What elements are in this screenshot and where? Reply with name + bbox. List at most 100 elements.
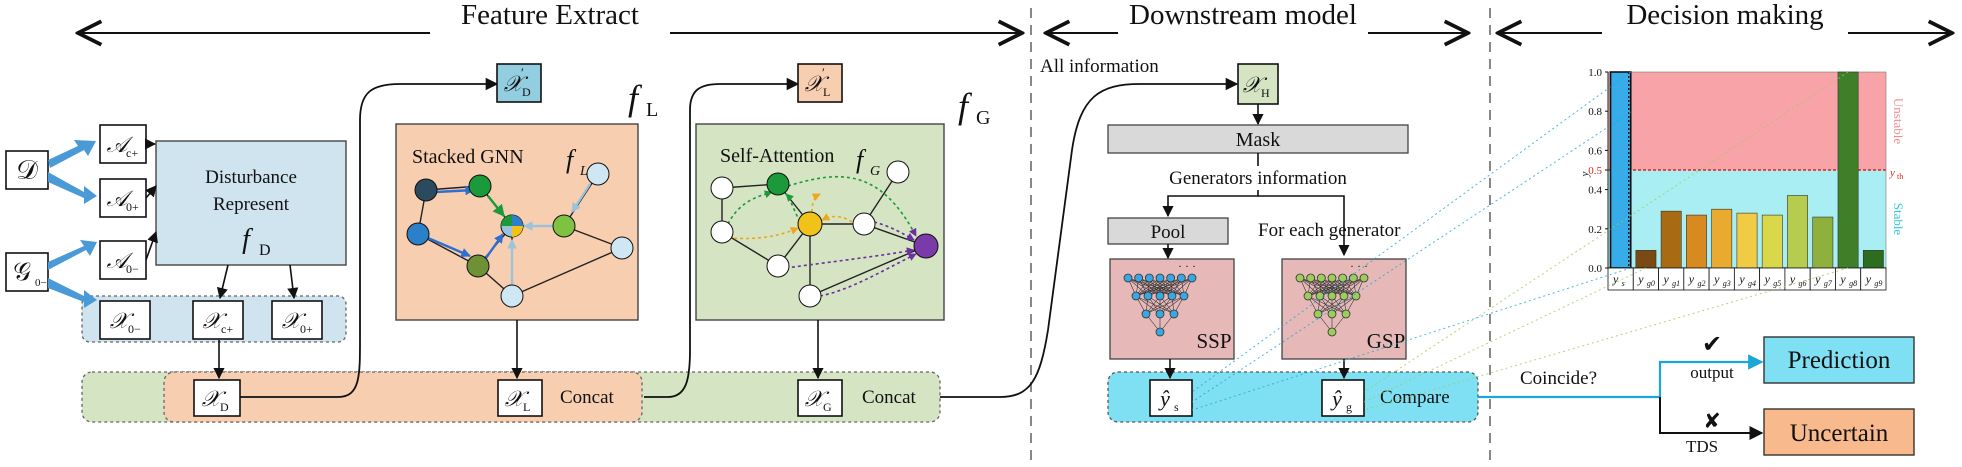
- gnn-box: Stacked GNN f L: [395, 123, 639, 321]
- x-tick-label: y: [1713, 272, 1720, 286]
- x-feature-box-0-sub: 0−: [128, 322, 141, 336]
- gsp-net-neuron: [1341, 309, 1351, 319]
- input-D: 𝒟: [5, 150, 49, 190]
- bar-y_g2: [1686, 214, 1707, 269]
- ssp-net-neuron: [1155, 291, 1165, 301]
- gnn-title: Stacked GNN: [412, 146, 524, 168]
- bar-y_g7: [1812, 216, 1834, 269]
- ssp-box: · · ·SSP: [1109, 258, 1235, 360]
- feature-extract-title: Feature Extract: [461, 0, 639, 31]
- svg-text:f: f: [958, 86, 973, 126]
- y-tick-label: 0.5: [1588, 165, 1602, 177]
- fD-label: f: [242, 224, 253, 255]
- y-tick-label: 1.0: [1588, 67, 1602, 79]
- ssp-net-neuron: [1167, 291, 1177, 301]
- svg-text:· · ·: · · ·: [1178, 259, 1196, 273]
- bar-y_g6: [1787, 195, 1808, 269]
- xH-sub: H: [1261, 86, 1270, 100]
- gsp-net-neuron: [1303, 291, 1313, 301]
- input-D-label: 𝒟: [16, 155, 38, 185]
- svg-text:L: L: [646, 99, 658, 121]
- xLp-sub: L: [823, 85, 830, 99]
- input-G0: 𝒢 0−: [5, 252, 49, 292]
- gsp-label: GSP: [1367, 329, 1406, 353]
- x-tick-sub: g8: [1849, 279, 1857, 288]
- y-tick-label: 0.0: [1588, 263, 1602, 275]
- xLp-sup: ′: [822, 65, 825, 80]
- ssp-net-neuron: [1134, 273, 1144, 283]
- x-tick-label: y: [1612, 272, 1619, 286]
- ssp-net-neuron: [1141, 309, 1151, 319]
- uncertain-label: Uncertain: [1790, 420, 1889, 447]
- xL-to-xLprime-arrow: [644, 77, 800, 398]
- x-tick-sub: g0: [1647, 279, 1655, 288]
- bar-y_g0: [1635, 250, 1657, 269]
- x-tick-label: y: [1839, 272, 1846, 286]
- gsp-net-neuron: [1327, 273, 1337, 283]
- ssp-net-neuron: [1144, 273, 1154, 283]
- x-tick-sub: g6: [1799, 279, 1807, 288]
- x-feature-box-1-sub: c+: [221, 322, 233, 336]
- x-tick-label: y: [1738, 272, 1745, 286]
- ssp-net-neuron: [1155, 309, 1165, 319]
- prediction-label: Prediction: [1788, 347, 1891, 374]
- bar-y_g8: [1837, 71, 1859, 269]
- x-tick-label: y: [1865, 272, 1872, 286]
- admittance-boxes: 𝒜c+𝒜0+𝒜0−: [99, 124, 147, 280]
- blue-input-arrows: [48, 140, 97, 308]
- ssp-net-neuron: [1155, 273, 1165, 283]
- projection-line: [1363, 71, 1849, 393]
- gsp-net-neuron: [1338, 273, 1348, 283]
- projection-line: [1191, 267, 1631, 411]
- gsp-net-neuron: [1351, 291, 1361, 301]
- ssp-net-neuron: [1123, 273, 1133, 283]
- x-tick-sub: g4: [1748, 279, 1756, 288]
- check-mark: ✔: [1702, 332, 1722, 358]
- x-tick-sub: g5: [1773, 279, 1781, 288]
- admittance-box-0-sub: c+: [126, 146, 138, 160]
- a-to-disturbance-arrows: [144, 138, 158, 261]
- unstable-label: Unstable: [1891, 98, 1906, 144]
- threshold-label: y: [1889, 167, 1895, 179]
- fL-big-label: f L: [628, 78, 658, 121]
- self-attention-box: Self-Attention f G: [695, 123, 945, 321]
- gsp-net-neuron: [1348, 273, 1358, 283]
- disturbance-to-x-arrows: [213, 264, 299, 380]
- bar-y_g5: [1761, 214, 1783, 269]
- bar-y_g3: [1711, 208, 1733, 269]
- input-G0-sub: 0−: [35, 277, 47, 289]
- pool-box: Pool: [1107, 217, 1229, 245]
- gsp-net-neuron: [1315, 291, 1325, 301]
- concat-to-xH-arrow: [940, 77, 1239, 398]
- admittance-box-2-sub: 0−: [126, 262, 139, 276]
- gsp-net-neuron: [1313, 309, 1323, 319]
- attn-fn: f: [856, 145, 867, 174]
- x-feature-box-2-sub: 0+: [300, 322, 313, 336]
- y-tick-label: 0.4: [1588, 185, 1602, 197]
- svg-text:f: f: [628, 78, 643, 118]
- for-each-generator-label: For each generator: [1258, 220, 1401, 241]
- split-arrows: [1162, 190, 1350, 257]
- ssp-net-neuron: [1169, 309, 1179, 319]
- disturbance-line1: Disturbance: [205, 167, 297, 188]
- svg-text:G: G: [976, 107, 990, 129]
- attn-title: Self-Attention: [720, 145, 834, 167]
- attn-fn-sub: G: [870, 164, 880, 179]
- bar-y_g9: [1862, 250, 1884, 269]
- xDp-sub: D: [522, 85, 531, 99]
- gsp-net-neuron: [1295, 273, 1305, 283]
- mask-box: Mask: [1107, 124, 1409, 154]
